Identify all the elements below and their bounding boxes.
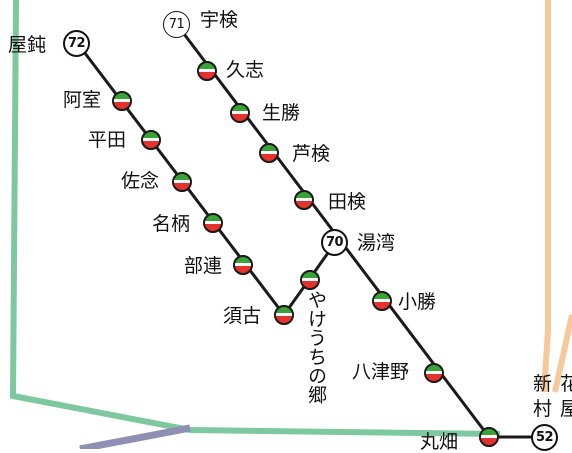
stop-mark-ikachi [230,103,250,123]
stop-mark-ashiken [259,143,279,163]
stop-label-mura: 村 [533,398,553,420]
stop-mark-suko [274,305,294,325]
stop-label-buren: 部連 [184,255,223,277]
stop-mark-hirata [141,130,161,150]
purple-route-line [79,424,191,449]
stop-mark-nagara [203,213,223,233]
stop-mark-buren [233,255,253,275]
green-route-line [9,0,501,437]
stop-label-yadon: 屋鈍 [8,34,47,56]
stop-label-amuro: 阿室 [63,89,102,111]
stop-label-kushi: 久志 [226,59,265,81]
stop-mark-yakeuchi [300,270,320,290]
stop-mark-kushi [197,61,217,81]
stop-label-hirata: 平田 [88,129,127,151]
stop-label-partial-2: 屋 [560,398,572,420]
stop-label-ukan: 宇検 [200,9,239,31]
route-badge-71: 71 [163,11,190,38]
stop-label-shin: 新 [533,373,553,395]
stop-label-nagara: 名柄 [152,213,191,235]
stop-label-sanen: 佐念 [121,170,160,192]
stop-label-ashiken: 芦検 [292,143,331,165]
orange-route-line [541,0,551,393]
route-badge-52: 52 [531,424,558,451]
stop-mark-okachi [372,291,392,311]
stop-label-ikachi: 生勝 [262,102,301,124]
stop-mark-yatsuno [424,363,444,383]
stop-mark-taken [294,190,314,210]
stop-label-yuwan: 湯湾 [357,232,396,254]
stop-label-okachi: 小勝 [398,291,437,313]
stop-label-suko: 須古 [223,305,262,327]
stop-mark-maruhata [479,427,499,447]
route-badge-70: 70 [321,229,348,256]
route-badge-72: 72 [63,30,90,57]
stop-mark-sanen [172,172,192,192]
stop-label-yakeuchi: やけうちの郷 [305,290,327,404]
stop-label-yatsuno: 八津野 [352,361,410,383]
orange-route-line-branch [552,314,572,393]
stop-label-maruhata: 丸畑 [420,431,459,453]
stop-mark-amuro [112,91,132,111]
stop-label-partial-1: 花 [560,373,572,395]
stop-label-taken: 田検 [328,191,367,213]
